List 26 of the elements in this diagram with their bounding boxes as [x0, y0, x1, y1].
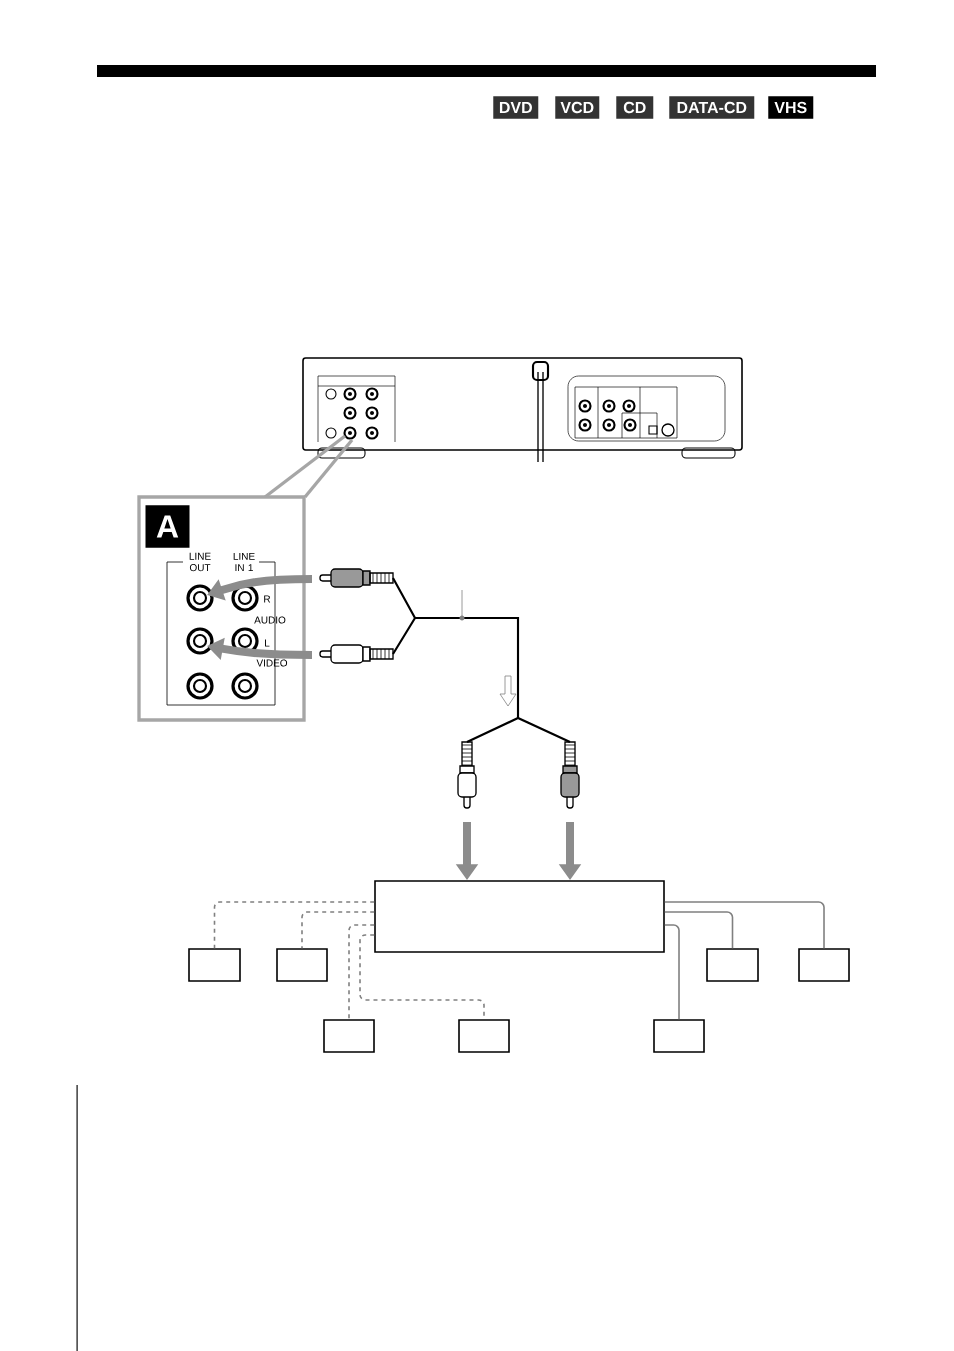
jack-label: L — [265, 639, 270, 647]
connection-line — [348, 924, 375, 1020]
device-box — [653, 1019, 705, 1053]
connection-line — [664, 901, 825, 949]
disc-badge: CD — [616, 96, 654, 119]
connection-line — [301, 911, 375, 949]
connection-line — [664, 911, 734, 949]
jack-label: VIDEO — [256, 659, 288, 667]
connection-line — [664, 924, 680, 1020]
jack-label: AUDIO — [254, 616, 286, 624]
device-box — [798, 948, 850, 982]
jack-label: LINE OUT — [189, 552, 211, 572]
panel-letter: A — [145, 505, 190, 548]
device-box — [458, 1019, 510, 1053]
device-box — [188, 948, 241, 982]
disc-badge: DATA-CD — [669, 96, 755, 119]
connection-line — [213, 901, 375, 949]
disc-badge: VCD — [555, 96, 600, 119]
disc-badge: DVD — [493, 96, 539, 119]
jack-label: LINE IN 1 — [233, 552, 255, 572]
component-box — [374, 880, 665, 953]
device-box — [706, 948, 759, 982]
jack-label: R — [264, 595, 271, 603]
device-box — [323, 1019, 375, 1053]
disc-badge: VHS — [768, 96, 814, 119]
device-box — [276, 948, 328, 982]
